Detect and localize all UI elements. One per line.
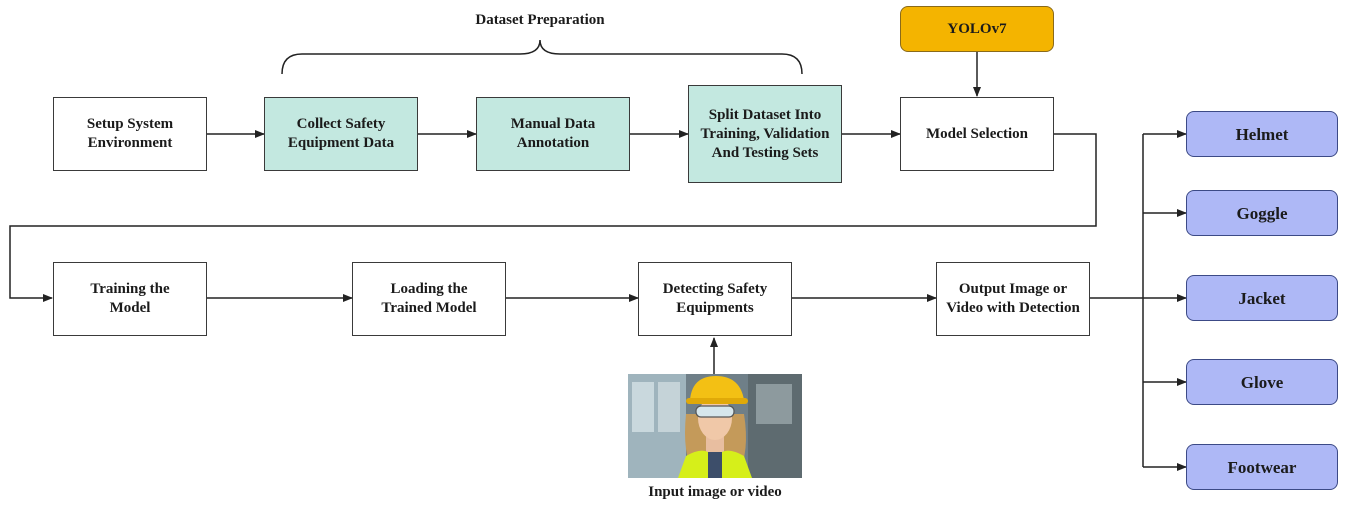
step-loading-model: Loading the Trained Model <box>352 262 506 336</box>
output-helmet: Helmet <box>1186 111 1338 157</box>
step-detecting-equipment: Detecting Safety Equipments <box>638 262 792 336</box>
step-collect-data: Collect Safety Equipment Data <box>264 97 418 171</box>
dataset-preparation-label: Dataset Preparation <box>475 12 605 28</box>
step-model-selection: Model Selection <box>900 97 1054 171</box>
step-manual-annotation: Manual Data Annotation <box>476 97 630 171</box>
input-image-label: Input image or video <box>648 484 782 500</box>
worker-photo <box>628 374 802 478</box>
yolov7-box: YOLOv7 <box>900 6 1054 52</box>
output-goggle: Goggle <box>1186 190 1338 236</box>
output-jacket: Jacket <box>1186 275 1338 321</box>
step-output-detection: Output Image or Video with Detection <box>936 262 1090 336</box>
output-footwear: Footwear <box>1186 444 1338 490</box>
output-glove: Glove <box>1186 359 1338 405</box>
step-split-dataset: Split Dataset Into Training, Validation … <box>688 85 842 183</box>
step-setup-environment: Setup System Environment <box>53 97 207 171</box>
step-training-model: Training the Model <box>53 262 207 336</box>
dataset-brace <box>281 39 803 75</box>
